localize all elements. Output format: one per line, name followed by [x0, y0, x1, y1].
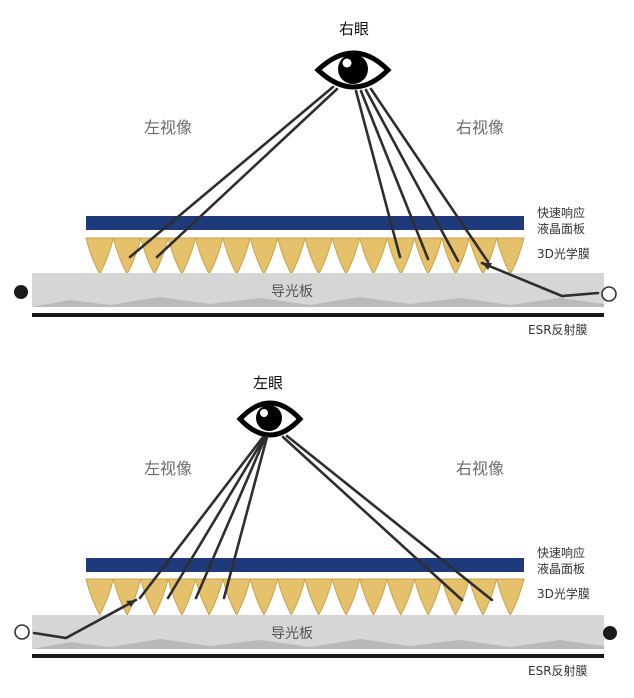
- light-rays: [32, 434, 494, 640]
- light-source-on-icon: [14, 285, 28, 299]
- light-guide-texture: [32, 297, 604, 307]
- prism-tooth: [304, 578, 334, 617]
- prism-tooth: [249, 578, 279, 617]
- esr-reflector: [32, 654, 604, 658]
- lcd-label-line1: 快速响应: [537, 545, 585, 560]
- prism-tooth: [167, 578, 197, 617]
- film-label: 3D光学膜: [537, 246, 590, 261]
- 3d-optical-film: [85, 237, 525, 276]
- prism-tooth: [276, 237, 306, 276]
- light-rays: [128, 85, 600, 298]
- film-label: 3D光学膜: [537, 586, 590, 601]
- eye-label-right: 右眼: [339, 20, 369, 38]
- right-view-label: 右视像: [456, 118, 504, 137]
- light-source-on-icon: [603, 626, 617, 640]
- prism-tooth: [359, 578, 388, 617]
- esr-reflector: [32, 313, 604, 317]
- prism-tooth: [386, 578, 416, 617]
- prism-tooth: [304, 237, 334, 276]
- light-source-off-icon: [14, 624, 30, 640]
- prism-tooth: [85, 237, 115, 276]
- prism-tooth: [331, 578, 361, 617]
- light-guide-texture: [32, 639, 604, 649]
- prism-tooth: [413, 578, 443, 617]
- panel-right-eye: 右眼 左视像 右视像 快速响应 液晶面板 3D光学膜 导光板 ESR反射膜: [14, 20, 617, 337]
- prism-tooth: [140, 578, 169, 617]
- reflector-label: ESR反射膜: [528, 322, 588, 337]
- reflector-label: ESR反射膜: [528, 663, 588, 678]
- eye-label-left: 左眼: [253, 374, 283, 392]
- light-guide-plate: [32, 615, 604, 649]
- prism-tooth: [331, 237, 361, 276]
- prism-tooth: [495, 237, 525, 276]
- light-guide-label: 导光板: [271, 626, 313, 642]
- prism-tooth: [194, 237, 224, 276]
- prism-tooth: [85, 578, 115, 617]
- lcd-label-line2: 液晶面板: [537, 561, 585, 576]
- light-guide-plate: [32, 273, 604, 307]
- light-guide-label: 导光板: [271, 284, 313, 300]
- lcd-label-line1: 快速响应: [537, 205, 585, 220]
- prism-tooth: [112, 237, 142, 276]
- prism-tooth: [249, 237, 279, 276]
- prism-tooth: [222, 237, 251, 276]
- panel-left-eye: 左眼 左视像 右视像 快速响应 液晶面板 3D光学膜 导光板 ESR反射膜: [14, 374, 617, 678]
- left-view-label: 左视像: [144, 459, 192, 478]
- eye-icon: [236, 400, 304, 438]
- prism-tooth: [359, 237, 388, 276]
- right-view-label: 右视像: [456, 459, 504, 478]
- prism-tooth: [112, 578, 142, 617]
- eye-icon: [314, 50, 392, 90]
- prism-tooth: [194, 578, 224, 617]
- lcd-label-line2: 液晶面板: [537, 221, 585, 236]
- lcd-panel: [86, 558, 524, 572]
- light-source-off-icon: [601, 286, 617, 302]
- left-view-label: 左视像: [144, 118, 192, 137]
- prism-tooth: [276, 578, 306, 617]
- prism-tooth: [495, 578, 525, 617]
